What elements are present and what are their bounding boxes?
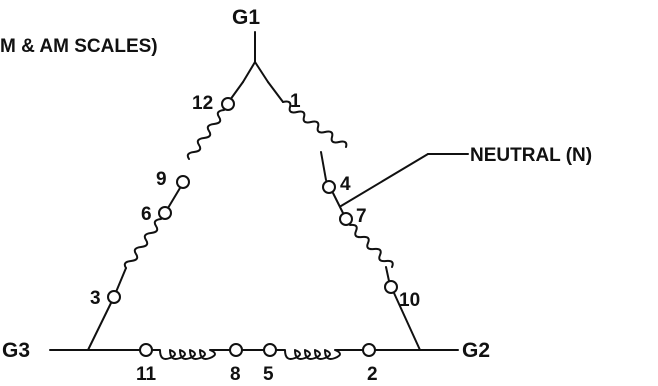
tap-label-11: 11 [136, 364, 157, 385]
tap-11 [139, 343, 153, 357]
left-wire-coil-3 [115, 267, 127, 293]
neutral-label: NEUTRAL (N) [470, 145, 592, 166]
left-wire-top [229, 81, 244, 101]
g1-left-branch [242, 61, 256, 83]
tap-label-12: 12 [192, 93, 213, 114]
scale-note: M & AM SCALES) [0, 36, 158, 57]
tap-label-4: 4 [340, 174, 351, 195]
tap-10 [384, 280, 398, 294]
coil-1-4 [282, 100, 348, 148]
tap-label-10: 10 [399, 290, 420, 311]
coil-6-3 [123, 218, 162, 269]
left-wire-bottom [87, 302, 112, 351]
left-wire-9-6 [167, 187, 181, 209]
right-wire-bottom [393, 292, 421, 351]
right-wire-top [267, 81, 284, 103]
tap-label-8: 8 [230, 364, 241, 385]
tap-8 [229, 343, 243, 357]
neutral-lead [340, 153, 429, 207]
tap-label-2: 2 [367, 364, 378, 385]
tap-label-5: 5 [263, 364, 274, 385]
tap-label-6: 6 [141, 204, 152, 225]
tap-6 [158, 206, 172, 220]
coil-11-8 [151, 349, 231, 360]
tap-12 [221, 97, 235, 111]
right-wire-coil-10 [385, 266, 390, 282]
tap-9 [176, 175, 190, 189]
g1-right-branch [254, 61, 269, 83]
terminal-g2-label: G2 [462, 339, 490, 362]
tap-label-3: 3 [90, 288, 101, 309]
coil-12-9 [186, 109, 225, 160]
terminal-g3-label: G3 [2, 339, 30, 362]
tap-label-9: 9 [156, 169, 167, 190]
right-wire-4-7 [332, 192, 344, 214]
tap-3 [107, 290, 121, 304]
right-wire-4 [320, 151, 327, 181]
coil-5-2 [275, 349, 364, 360]
tap-5 [263, 343, 277, 357]
terminal-g1-label: G1 [232, 6, 260, 29]
tap-2 [362, 343, 376, 357]
tap-label-1: 1 [290, 91, 301, 112]
tap-label-7: 7 [356, 206, 367, 227]
tap-4 [322, 180, 336, 194]
tap-7 [339, 212, 353, 226]
coil-7-10 [349, 223, 394, 268]
